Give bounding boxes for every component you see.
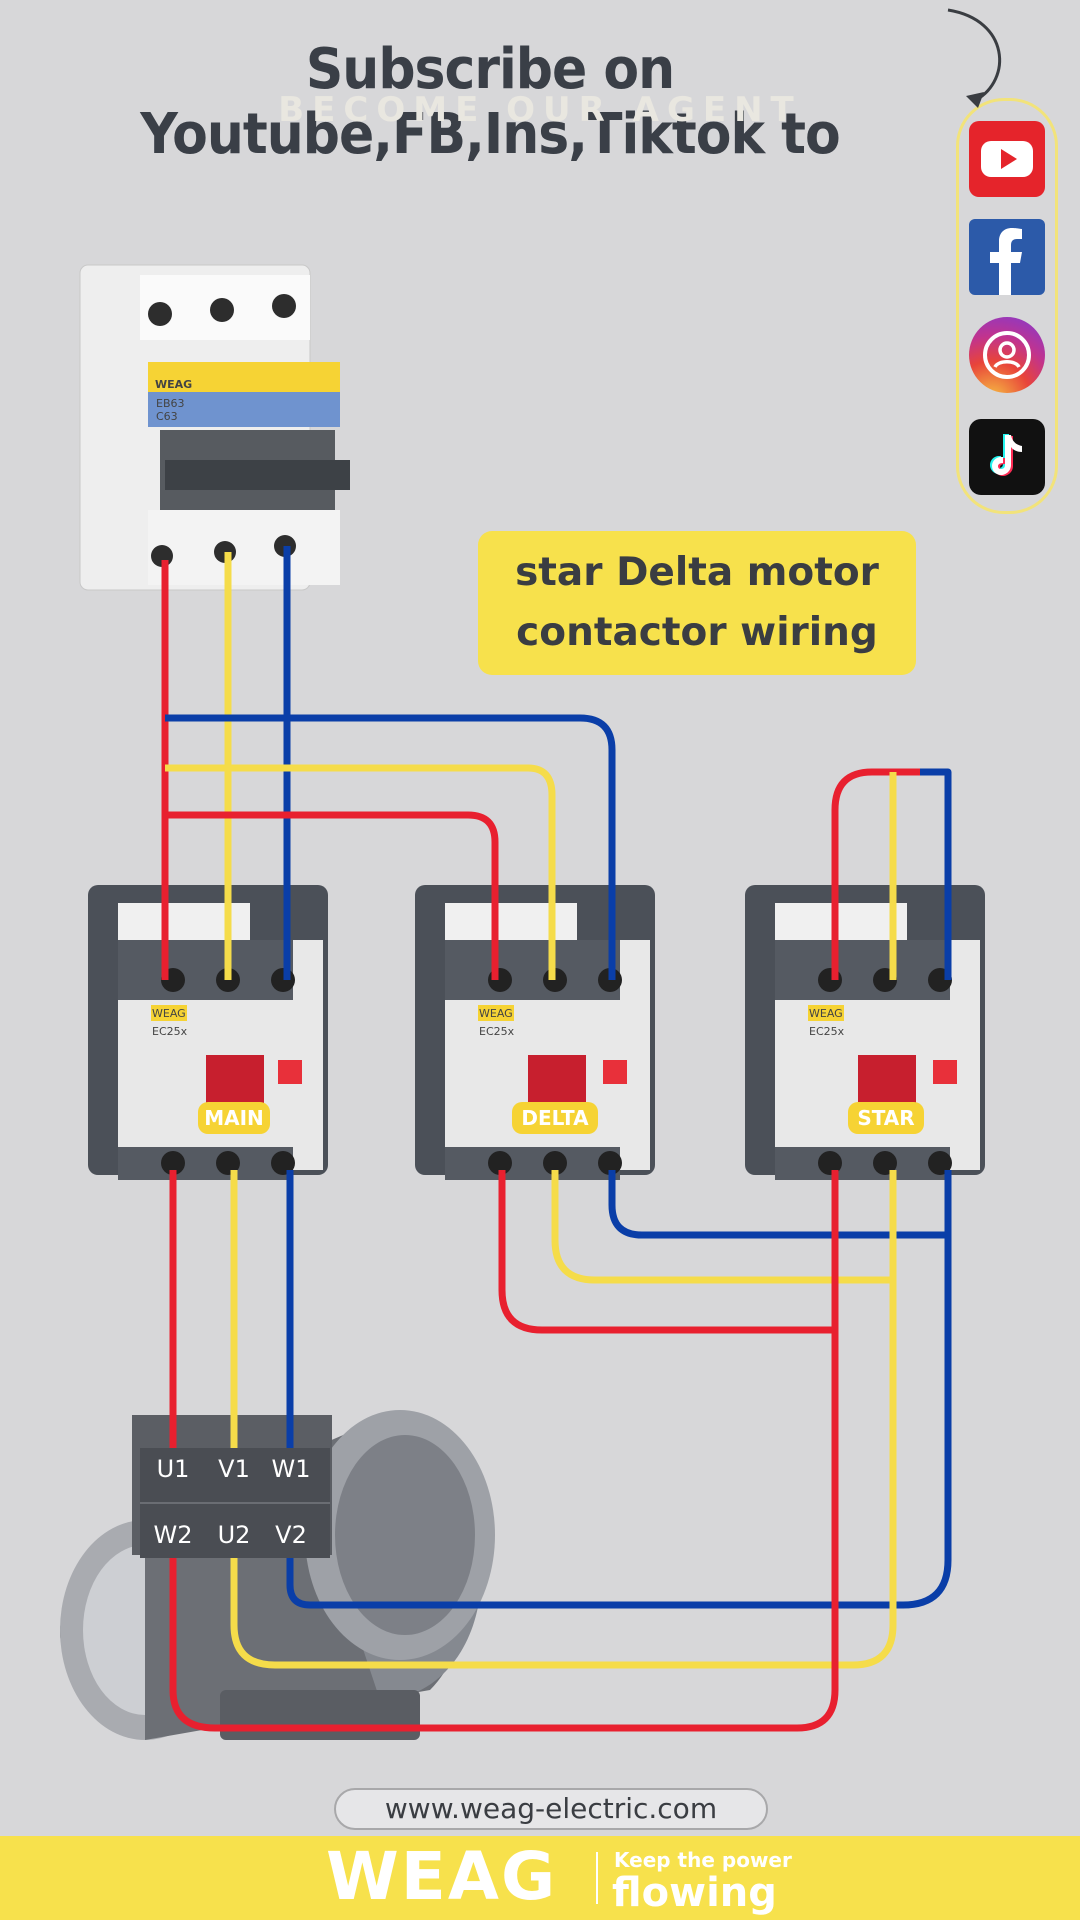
wire-yel-2: [165, 764, 556, 980]
agent-subheading: BECOME OUR AGENT: [278, 90, 802, 130]
diagram-title-line2: contactor wiring: [516, 610, 878, 655]
wire-red-2: [165, 811, 499, 980]
contactor-delta-model: EC25x: [479, 1025, 515, 1038]
wire-red-5: [498, 1170, 835, 1334]
contactor-star: WEAG EC25x STAR: [745, 885, 985, 1180]
contactor-star-brand: WEAG: [809, 1007, 843, 1020]
terminal-w1: W1: [272, 1455, 311, 1483]
breaker-model: EB63: [156, 397, 185, 410]
diagram-title-box: star Delta motor contactor wiring: [478, 531, 916, 675]
subscribe-heading: Subscribe on Youtube,FB,Ins,Tiktok to: [140, 37, 840, 167]
tagline-line1: Keep the power: [614, 1848, 792, 1872]
brand-logo: WEAG: [326, 1838, 558, 1915]
wire-red-6: [169, 1170, 839, 1732]
tiktok-icon[interactable]: [969, 419, 1045, 495]
wire-yel-6: [230, 1170, 897, 1669]
terminal-w2: W2: [154, 1521, 193, 1549]
wire-blu-5: [608, 1170, 948, 1239]
motor-terminal-block: U1 V1 W1 W2 U2 V2: [140, 1448, 330, 1558]
footer-divider: [596, 1852, 598, 1904]
tagline-line2: flowing: [612, 1870, 777, 1916]
contactor-main-brand: WEAG: [152, 1007, 186, 1020]
contactor-delta-brand: WEAG: [479, 1007, 513, 1020]
arrow-icon: [947, 8, 1001, 102]
social-links-bar: [956, 98, 1058, 514]
wire-yel-5: [551, 1170, 893, 1284]
terminal-u1: U1: [157, 1455, 190, 1483]
terminal-u2: U2: [218, 1521, 251, 1549]
footer-bar: WEAG Keep the power flowing: [0, 1836, 1080, 1920]
facebook-icon[interactable]: [969, 219, 1045, 295]
contactor-delta-label: DELTA: [521, 1106, 589, 1130]
circuit-breaker: WEAG EB63 C63: [79, 264, 350, 591]
wire-red-3: [831, 768, 945, 980]
breaker-brand: WEAG: [155, 378, 192, 391]
diagram-title-line1: star Delta motor: [515, 550, 879, 595]
contactor-star-label: STAR: [857, 1106, 914, 1130]
breaker-rating: C63: [156, 410, 178, 423]
website-link[interactable]: www.weag-electric.com: [334, 1788, 768, 1830]
contactor-main-model: EC25x: [152, 1025, 188, 1038]
contactor-star-model: EC25x: [809, 1025, 845, 1038]
terminal-v2: V2: [275, 1521, 307, 1549]
contactor-delta: WEAG EC25x DELTA: [415, 885, 655, 1180]
contactor-main-label: MAIN: [204, 1106, 264, 1130]
wire-blu-6: [286, 1170, 952, 1609]
wire-blu-2: [165, 714, 616, 980]
instagram-icon[interactable]: [969, 317, 1045, 393]
wires: [161, 546, 952, 1732]
contactor-main: WEAG EC25x MAIN: [88, 885, 328, 1180]
terminal-v1: V1: [218, 1455, 250, 1483]
youtube-icon[interactable]: [969, 121, 1045, 197]
wire-blu-3: [920, 768, 952, 980]
